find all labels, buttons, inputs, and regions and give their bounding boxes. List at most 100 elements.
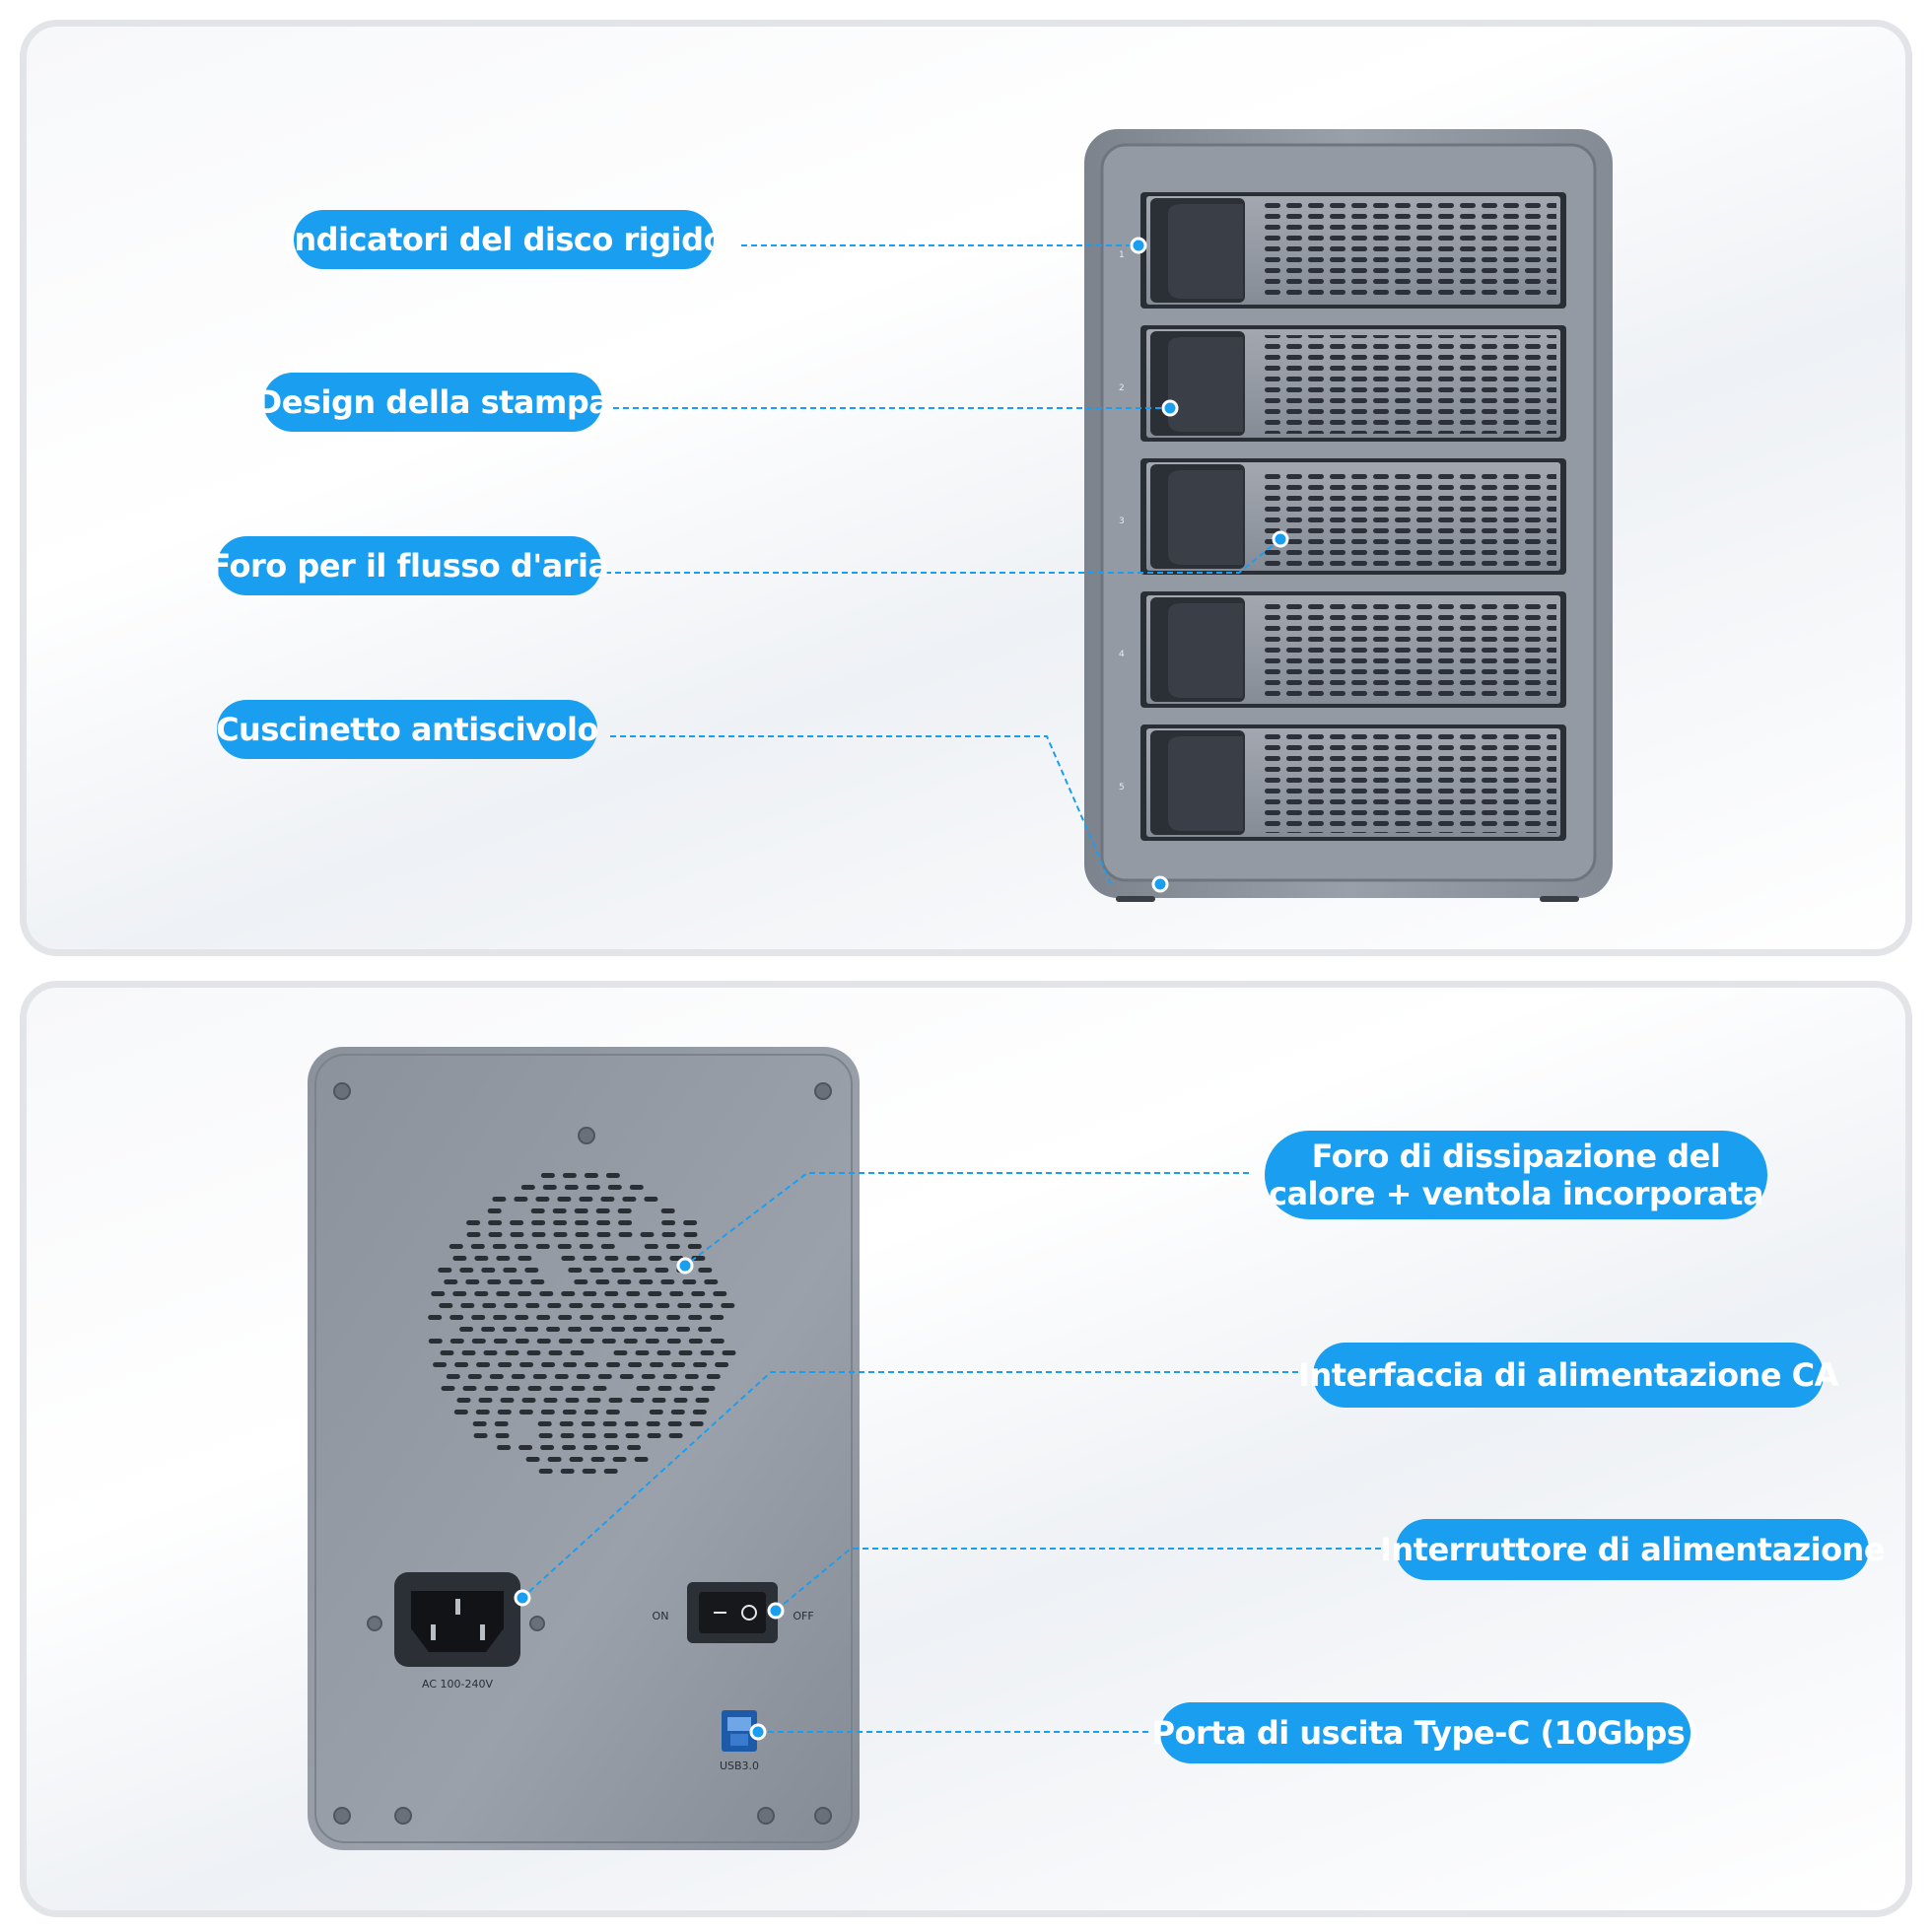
vent-slot bbox=[584, 1410, 598, 1414]
vent-slot bbox=[682, 1279, 697, 1284]
vent-slot bbox=[617, 1208, 632, 1213]
vent-slot bbox=[606, 1362, 621, 1367]
vent-slot bbox=[629, 1185, 644, 1190]
vent-slot bbox=[625, 1433, 640, 1438]
power-switch[interactable] bbox=[687, 1582, 778, 1643]
vent-slot bbox=[648, 1256, 662, 1261]
vent-slot bbox=[531, 1220, 546, 1225]
vent-slot bbox=[496, 1256, 511, 1261]
vent-slot bbox=[678, 1350, 693, 1355]
vent-slot bbox=[562, 1410, 577, 1414]
vent-slot bbox=[569, 1457, 584, 1462]
vent-slot bbox=[677, 1303, 692, 1308]
vent-slot bbox=[574, 1208, 588, 1213]
vent-slot bbox=[515, 1339, 529, 1344]
vent-slot bbox=[627, 1445, 642, 1450]
vent-slot bbox=[699, 1303, 714, 1308]
vent-slot bbox=[492, 1244, 507, 1249]
vent-slot bbox=[514, 1244, 528, 1249]
vent-slot bbox=[622, 1197, 637, 1202]
vent-slot bbox=[660, 1279, 675, 1284]
vent-slot bbox=[603, 1469, 618, 1474]
vent-slot bbox=[575, 1232, 589, 1237]
vent-slot bbox=[650, 1362, 664, 1367]
vent-slot bbox=[498, 1362, 513, 1367]
vent-slot bbox=[605, 1410, 620, 1414]
vent-slot bbox=[428, 1315, 443, 1320]
vent-slot bbox=[547, 1303, 562, 1308]
drive-bay-1[interactable] bbox=[1140, 192, 1566, 309]
vent-slot bbox=[542, 1185, 557, 1190]
vent-slot bbox=[492, 1197, 507, 1202]
vent-slot bbox=[557, 1244, 572, 1249]
vent-slot bbox=[645, 1315, 659, 1320]
vent-slot bbox=[585, 1362, 599, 1367]
vent-slot bbox=[526, 1350, 541, 1355]
vent-slot bbox=[459, 1327, 474, 1332]
vent-slot bbox=[618, 1220, 633, 1225]
vent-slot bbox=[548, 1350, 563, 1355]
vent-slot bbox=[540, 1445, 555, 1450]
dot-heat-vent bbox=[676, 1257, 694, 1275]
vent-slot bbox=[657, 1386, 672, 1391]
vent-slot bbox=[676, 1327, 691, 1332]
line-airflow bbox=[605, 538, 1281, 574]
vent-slot bbox=[446, 1374, 460, 1379]
vent-slot bbox=[698, 1268, 713, 1273]
vent-slot bbox=[497, 1445, 512, 1450]
vent-slot bbox=[617, 1279, 632, 1284]
line-antislip bbox=[610, 735, 1112, 885]
vent-slot bbox=[597, 1374, 612, 1379]
usb-port[interactable] bbox=[722, 1710, 757, 1752]
vent-slot bbox=[518, 1410, 533, 1414]
vent-slot bbox=[656, 1350, 671, 1355]
vent-slot bbox=[669, 1291, 684, 1296]
vent-slot bbox=[590, 1303, 605, 1308]
vent-slot bbox=[559, 1421, 574, 1426]
label-typec-port: Porta di uscita Type-C (10Gbps) bbox=[1152, 1702, 1699, 1763]
ac-power-inlet bbox=[394, 1572, 520, 1667]
drive-bay-4[interactable] bbox=[1140, 591, 1566, 708]
vent-slot bbox=[452, 1256, 467, 1261]
vent-slot bbox=[444, 1279, 458, 1284]
vent-slot bbox=[546, 1327, 561, 1332]
vent-slot bbox=[605, 1445, 620, 1450]
dot-usb-port bbox=[749, 1723, 767, 1741]
back-enclosure-illustration: AC 100-240V ON OFF USB3.0 bbox=[308, 1047, 860, 1850]
vent-slot bbox=[462, 1386, 477, 1391]
vent-slot bbox=[553, 1220, 568, 1225]
vent-slot bbox=[525, 1457, 540, 1462]
vent-slot bbox=[495, 1433, 510, 1438]
screws bbox=[333, 1082, 832, 1825]
dot-indicators bbox=[1130, 237, 1147, 254]
vent-slot bbox=[493, 1315, 508, 1320]
vent-slot bbox=[474, 1291, 489, 1296]
vent-slot bbox=[628, 1362, 643, 1367]
vent-slot bbox=[673, 1398, 688, 1403]
vent-slot bbox=[454, 1362, 469, 1367]
vent-slot bbox=[503, 1268, 518, 1273]
vent-slot bbox=[635, 1350, 650, 1355]
vent-slot bbox=[633, 1268, 648, 1273]
drive-bay-3[interactable] bbox=[1140, 458, 1566, 575]
drive-bay-2[interactable] bbox=[1140, 325, 1566, 442]
vent-slot bbox=[504, 1303, 518, 1308]
vent-slot bbox=[484, 1386, 499, 1391]
vent-slot bbox=[583, 1291, 597, 1296]
vent-slot bbox=[496, 1291, 511, 1296]
vent-slot bbox=[448, 1244, 463, 1249]
vent-slot bbox=[561, 1291, 576, 1296]
fan-vent-grille bbox=[428, 1173, 736, 1474]
vent-slot bbox=[541, 1362, 556, 1367]
drive-bay-5[interactable] bbox=[1140, 724, 1566, 841]
vent-slot bbox=[549, 1386, 564, 1391]
vent-slot bbox=[565, 1398, 580, 1403]
vent-slot bbox=[691, 1291, 706, 1296]
vent-slot bbox=[604, 1256, 619, 1261]
vent-slot bbox=[595, 1208, 610, 1213]
vent-slot bbox=[596, 1232, 611, 1237]
vent-slot bbox=[453, 1410, 468, 1414]
vent-slot bbox=[482, 1303, 497, 1308]
vent-slot bbox=[683, 1232, 698, 1237]
